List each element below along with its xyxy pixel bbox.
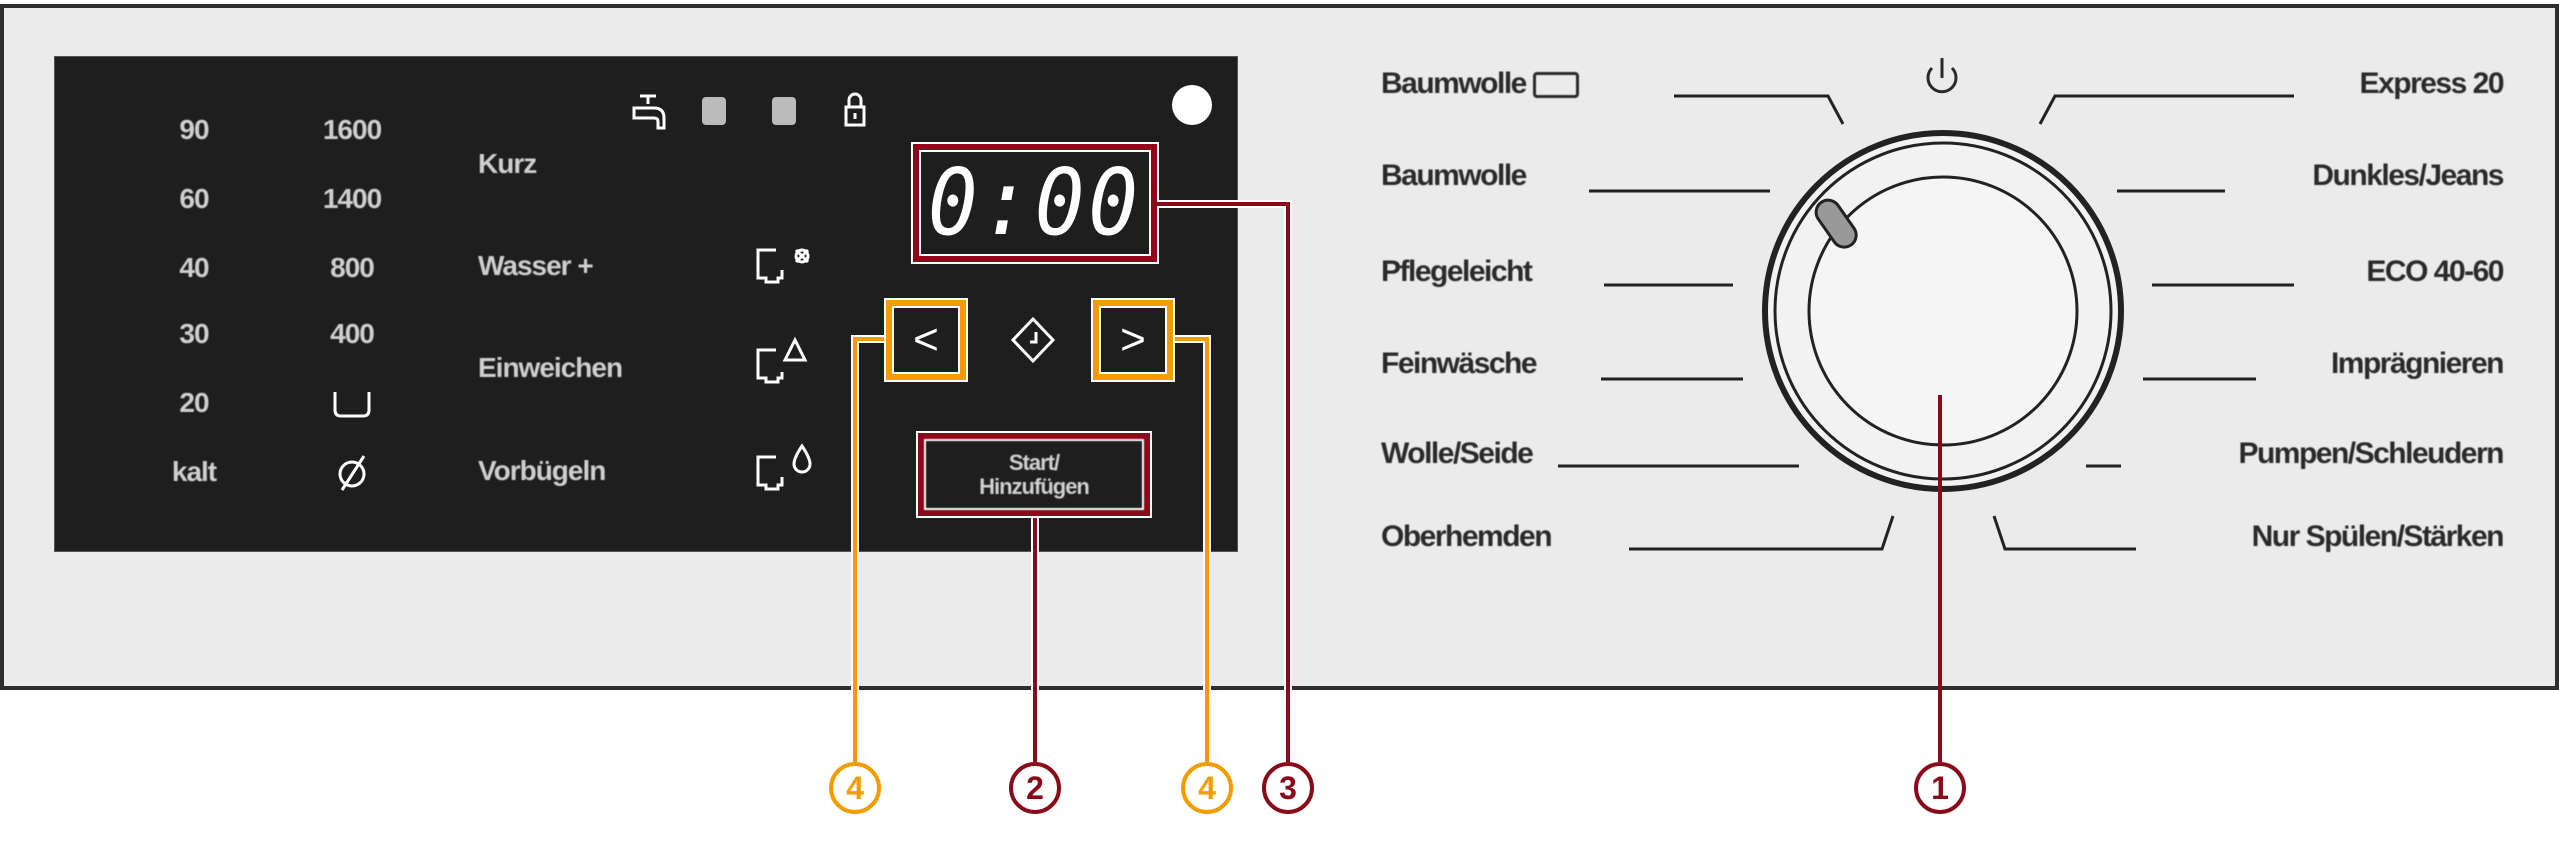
program-cotton[interactable]: Baumwolle xyxy=(1381,159,1527,192)
spin-1400[interactable]: 1400 xyxy=(322,183,382,214)
tap-icon xyxy=(632,94,666,130)
program-delicates[interactable]: Feinwäsche xyxy=(1381,347,1538,380)
start-button-line2: Hinzufügen xyxy=(979,473,1090,499)
program-shirts[interactable]: Oberhemden xyxy=(1381,520,1553,553)
indicator-dot xyxy=(1172,85,1212,125)
service-icon-2 xyxy=(772,97,796,125)
option-soak[interactable]: Einweichen xyxy=(478,352,623,383)
start-button[interactable]: Start/ Hinzufügen xyxy=(916,431,1152,518)
temp-20[interactable]: 20 xyxy=(179,387,209,418)
rinse-hold-icon xyxy=(333,392,371,418)
callout-4-left: 4 xyxy=(829,762,881,814)
dial-pointer-icon xyxy=(1814,198,1858,249)
lock-icon xyxy=(844,92,866,127)
timer-value: 0:00 xyxy=(928,149,1142,256)
dosing-snowflake-icon xyxy=(756,248,810,284)
program-proofing[interactable]: Imprägnieren xyxy=(2330,347,2505,380)
option-short[interactable]: Kurz xyxy=(478,148,537,179)
callout-3: 3 xyxy=(1262,762,1314,814)
next-button[interactable]: > xyxy=(1091,298,1175,382)
dosing-flake-icon xyxy=(756,336,808,384)
spin-800[interactable]: 800 xyxy=(330,252,375,283)
power-icon xyxy=(1926,58,1958,94)
option-pre-iron[interactable]: Vorbügeln xyxy=(478,455,606,486)
program-express-20[interactable]: Express 20 xyxy=(2359,67,2505,100)
program-dark-jeans[interactable]: Dunkles/Jeans xyxy=(2312,159,2504,192)
option-water-plus[interactable]: Wasser + xyxy=(478,250,594,281)
program-easy-care[interactable]: Pflegeleicht xyxy=(1381,255,1533,288)
eco-box-icon xyxy=(1532,72,1579,99)
chevron-right-icon: > xyxy=(1120,315,1146,364)
callout-line-4-left xyxy=(851,335,884,762)
callout-line-3 xyxy=(1157,200,1292,762)
program-rinse-starch[interactable]: Nur Spülen/Stärken xyxy=(2251,520,2505,553)
no-spin-icon xyxy=(338,455,366,491)
display-panel xyxy=(54,56,1238,552)
service-icon-1 xyxy=(702,97,726,125)
timer-display: 0:00 xyxy=(911,142,1159,264)
callout-1: 1 xyxy=(1914,762,1966,814)
callout-4-right: 4 xyxy=(1181,762,1233,814)
program-eco-40-60[interactable]: ECO 40-60 xyxy=(2366,255,2504,288)
program-cotton-eco[interactable]: Baumwolle xyxy=(1381,67,1579,101)
temp-cold[interactable]: kalt xyxy=(171,456,217,487)
program-dial xyxy=(1762,130,2124,492)
callout-2: 2 xyxy=(1009,762,1061,814)
program-drain-spin[interactable]: Pumpen/Schleudern xyxy=(2238,437,2504,470)
temp-60[interactable]: 60 xyxy=(179,183,209,214)
temp-40[interactable]: 40 xyxy=(179,252,209,283)
prev-button[interactable]: < xyxy=(884,298,968,382)
program-leader-lines xyxy=(1558,94,2294,551)
spin-400[interactable]: 400 xyxy=(330,318,375,349)
temp-30[interactable]: 30 xyxy=(179,318,209,349)
temp-90[interactable]: 90 xyxy=(179,114,209,145)
dosing-drop-icon xyxy=(756,443,812,491)
clock-icon xyxy=(1010,316,1056,364)
spin-1600[interactable]: 1600 xyxy=(322,114,382,145)
callout-line-4-right xyxy=(1175,335,1211,762)
start-button-line1: Start/ xyxy=(1008,449,1060,475)
chevron-left-icon: < xyxy=(913,315,939,364)
program-wool[interactable]: Wolle/Seide xyxy=(1381,437,1534,470)
